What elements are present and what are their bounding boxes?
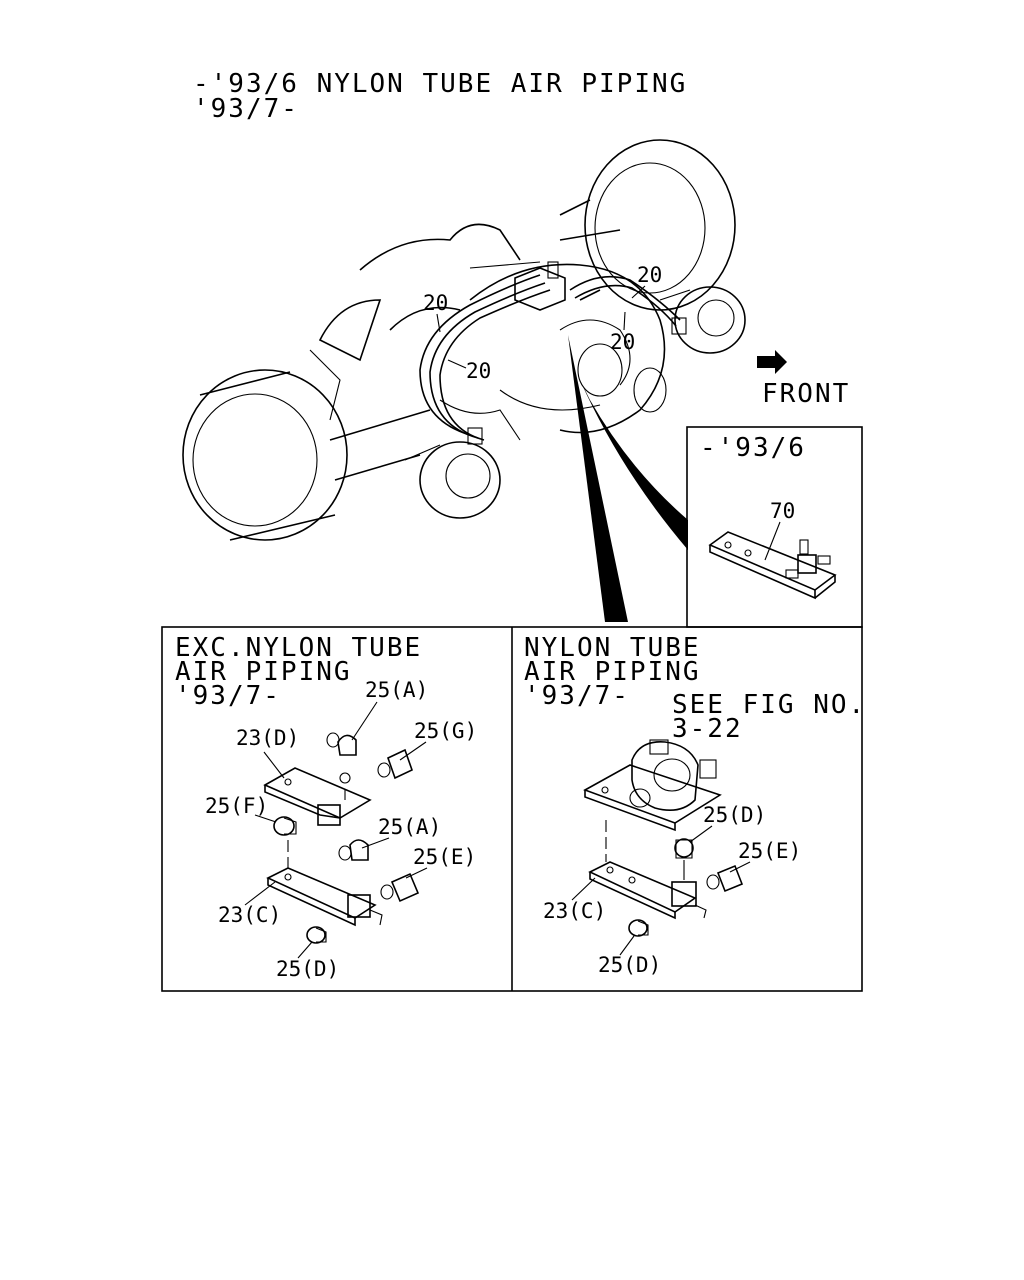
callout-20-right-lower: 20 <box>610 330 635 354</box>
label-23c-right: 23(C) <box>543 899 606 923</box>
leader-line <box>447 359 467 369</box>
leader-line <box>631 285 646 299</box>
left-panel-parts <box>263 732 420 944</box>
label-23c: 23(C) <box>218 903 281 927</box>
label-25f: 25(F) <box>205 794 268 818</box>
leader-line <box>399 741 427 761</box>
rear-axle-illustration <box>182 139 746 541</box>
leader-line <box>571 877 596 901</box>
right-panel-line-1: NYLON TUBE <box>524 633 701 663</box>
label-25g: 25(G) <box>414 719 477 743</box>
front-arrow-icon <box>757 350 787 374</box>
callout-70: 70 <box>770 499 795 523</box>
label-25d-top: 25(D) <box>703 803 766 827</box>
right-panel-fig-number: 3-22 <box>672 714 743 744</box>
callout-20-right-upper: 20 <box>637 263 662 287</box>
leader-line <box>729 861 751 873</box>
callout-20-left-upper: 20 <box>423 291 448 315</box>
leader-line <box>351 701 378 741</box>
title-line-2: '93/7- <box>193 94 299 124</box>
leader-line <box>619 935 635 956</box>
bracket-70 <box>708 531 837 600</box>
detail-pointer-wedge <box>568 335 628 622</box>
title-line-1: -'93/6 NYLON TUBE AIR PIPING <box>193 69 687 99</box>
callout-20-left-lower: 20 <box>466 359 491 383</box>
leader-line <box>623 311 626 331</box>
label-25e: 25(E) <box>413 845 476 869</box>
right-panel-see-fig: SEE FIG NO. <box>672 690 866 720</box>
leader-line <box>254 814 277 823</box>
leader-line <box>689 825 713 843</box>
front-label: FRONT <box>762 379 850 409</box>
right-panel-line-3: '93/7- <box>524 681 630 711</box>
leader-line <box>297 941 313 959</box>
label-23d: 23(D) <box>236 726 299 750</box>
leader-line <box>405 867 428 879</box>
leader-line <box>436 313 441 333</box>
label-25a-top: 25(A) <box>365 678 428 702</box>
right-panel-line-2: AIR PIPING <box>524 657 701 687</box>
label-25e-right: 25(E) <box>738 839 801 863</box>
label-25d-bottom: 25(D) <box>276 957 339 981</box>
left-panel-line-3: '93/7- <box>175 681 281 711</box>
leader-line <box>361 837 390 849</box>
left-panel-line-2: AIR PIPING <box>175 657 352 687</box>
inset-heading: -'93/6 <box>700 433 806 463</box>
leader-line <box>263 751 285 779</box>
detail-pointer-wedge-2 <box>580 380 688 550</box>
label-25a-mid: 25(A) <box>378 815 441 839</box>
label-25d-bottom-right: 25(D) <box>598 953 661 977</box>
left-panel-line-1: EXC.NYLON TUBE <box>175 633 422 663</box>
right-panel-parts <box>583 739 744 937</box>
leader-line <box>244 881 276 906</box>
leader-line <box>764 521 781 561</box>
